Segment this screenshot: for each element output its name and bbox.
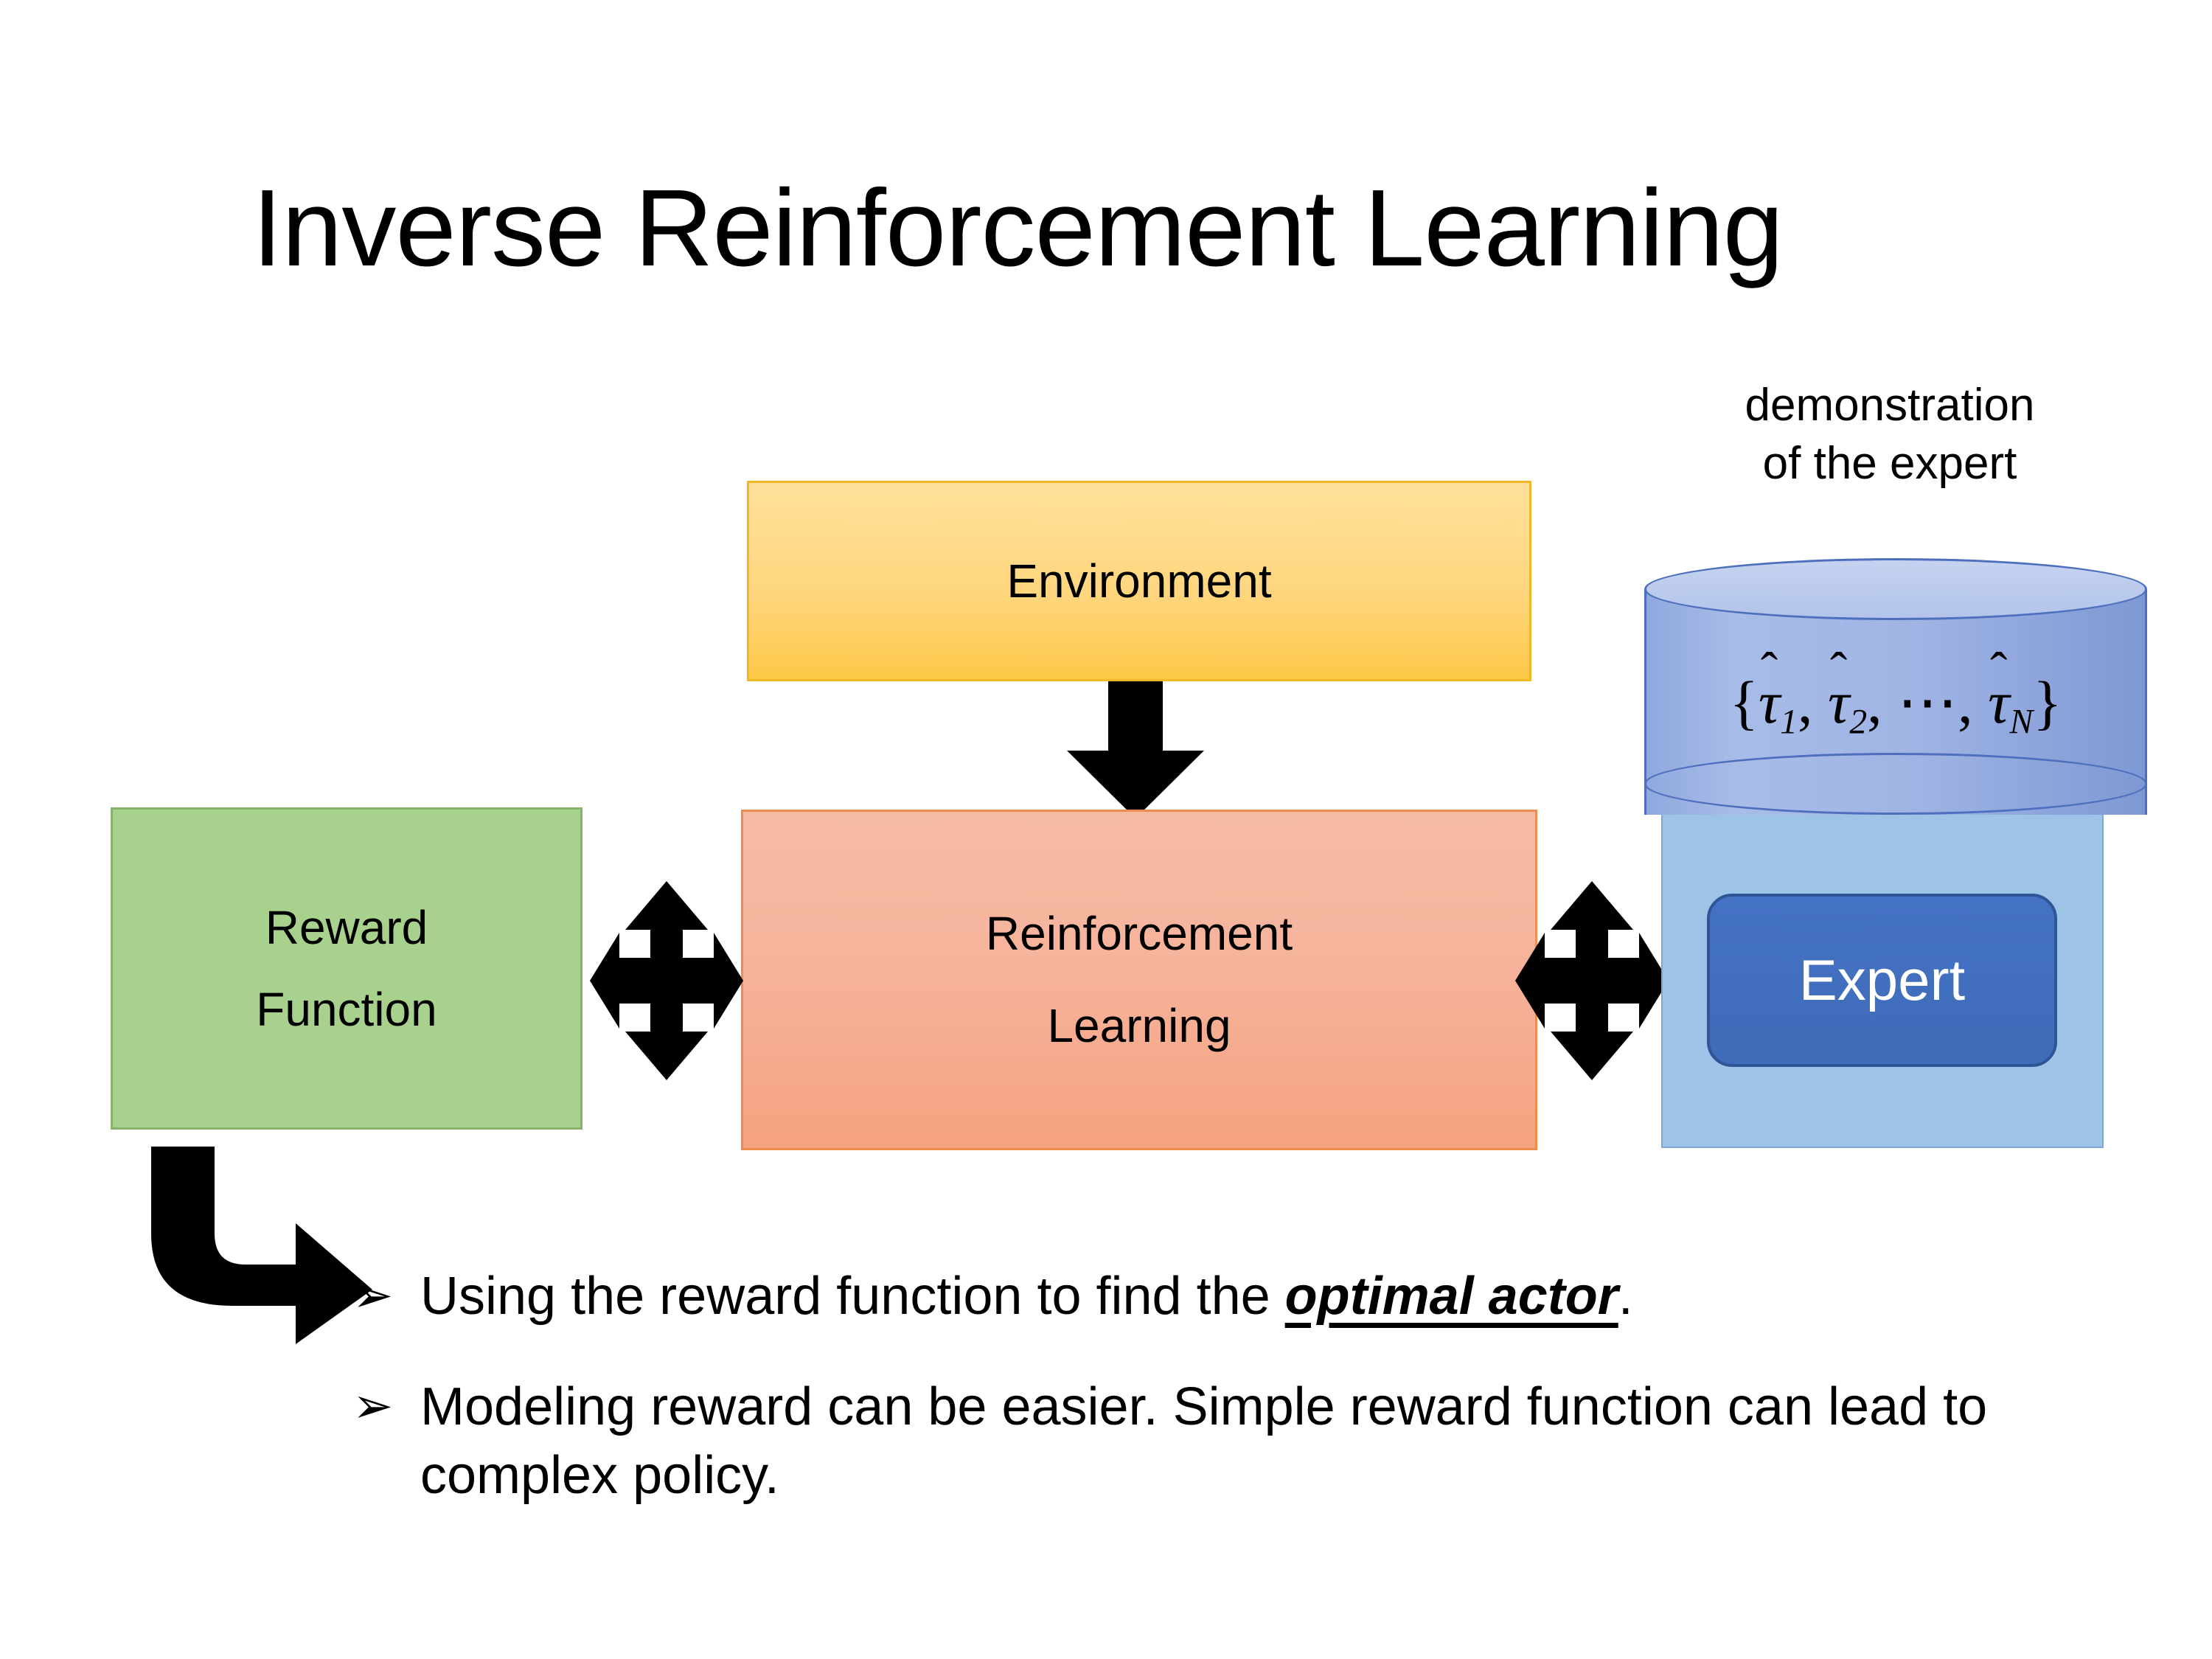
quad-arrow-icon-left — [590, 881, 743, 1080]
formula-comma-2: , — [1867, 669, 1882, 736]
reward-label-line2: Function — [256, 982, 437, 1036]
bent-arrow-icon — [151, 1147, 372, 1344]
page-title: Inverse Reinforcement Learning — [251, 167, 1784, 289]
tau-symbol-1: τ — [1758, 669, 1781, 736]
bullet-1-emphasis: optimal actor — [1284, 1267, 1618, 1326]
cylinder-bottom-ellipse — [1644, 753, 2147, 815]
bullet-marker-icon: ➢ — [352, 1377, 394, 1433]
down-arrow-icon — [1067, 681, 1204, 818]
demonstration-caption-line1: demonstration — [1745, 380, 2035, 431]
formula-close-brace: } — [2033, 669, 2062, 736]
bullet-2-pre: Modeling reward can be easier. Simple re… — [420, 1377, 1988, 1506]
formula-comma-3: , — [1958, 669, 1973, 736]
list-item: ➢ Using the reward function to find the o… — [352, 1262, 2122, 1332]
rl-label-line1: Reinforcement — [985, 907, 1293, 961]
bullet-marker-icon: ➢ — [352, 1267, 394, 1322]
hat-accent-n: ˆ — [1990, 643, 2008, 700]
tau-index-1: 1 — [1780, 703, 1798, 742]
environment-label: Environment — [1006, 554, 1272, 608]
reward-label-line1: Reward — [265, 900, 428, 954]
rl-label-line2: Learning — [1047, 999, 1231, 1052]
formula-open-brace: { — [1729, 669, 1759, 736]
list-item: ➢ Modeling reward can be easier. Simple r… — [352, 1373, 2122, 1511]
expert-label: Expert — [1798, 947, 1966, 1012]
bullet-list: ➢ Using the reward function to find the o… — [352, 1262, 2122, 1511]
demonstration-caption-line2: of the expert — [1762, 438, 2017, 490]
bullet-1-post: . — [1618, 1267, 1633, 1326]
hat-accent-1: ˆ — [1760, 643, 1778, 700]
rl-label-group: Reinforcement Learning — [986, 900, 1293, 1060]
demonstration-caption: demonstration of the expert — [1661, 376, 2118, 493]
expert-box[interactable]: Expert — [1707, 894, 2057, 1067]
tau-index-2: 2 — [1849, 703, 1868, 742]
formula-comma-1: , — [1797, 669, 1813, 736]
hat-accent-2: ˆ — [1830, 643, 1848, 700]
reinforcement-learning-box[interactable]: Reinforcement Learning — [741, 810, 1537, 1150]
formula-ellipsis: ⋯ — [1897, 669, 1958, 736]
tau-symbol-2: τ — [1827, 669, 1850, 736]
cylinder-top-ellipse — [1644, 558, 2147, 620]
tau-index-n: N — [2009, 703, 2034, 742]
quad-arrow-icon-right — [1515, 881, 1669, 1080]
reward-function-box[interactable]: Reward Function — [111, 807, 582, 1130]
environment-box[interactable]: Environment — [747, 481, 1531, 681]
bullet-1-pre: Using the reward function to find the — [420, 1267, 1285, 1326]
tau-symbol-n: τ — [1988, 669, 2010, 736]
